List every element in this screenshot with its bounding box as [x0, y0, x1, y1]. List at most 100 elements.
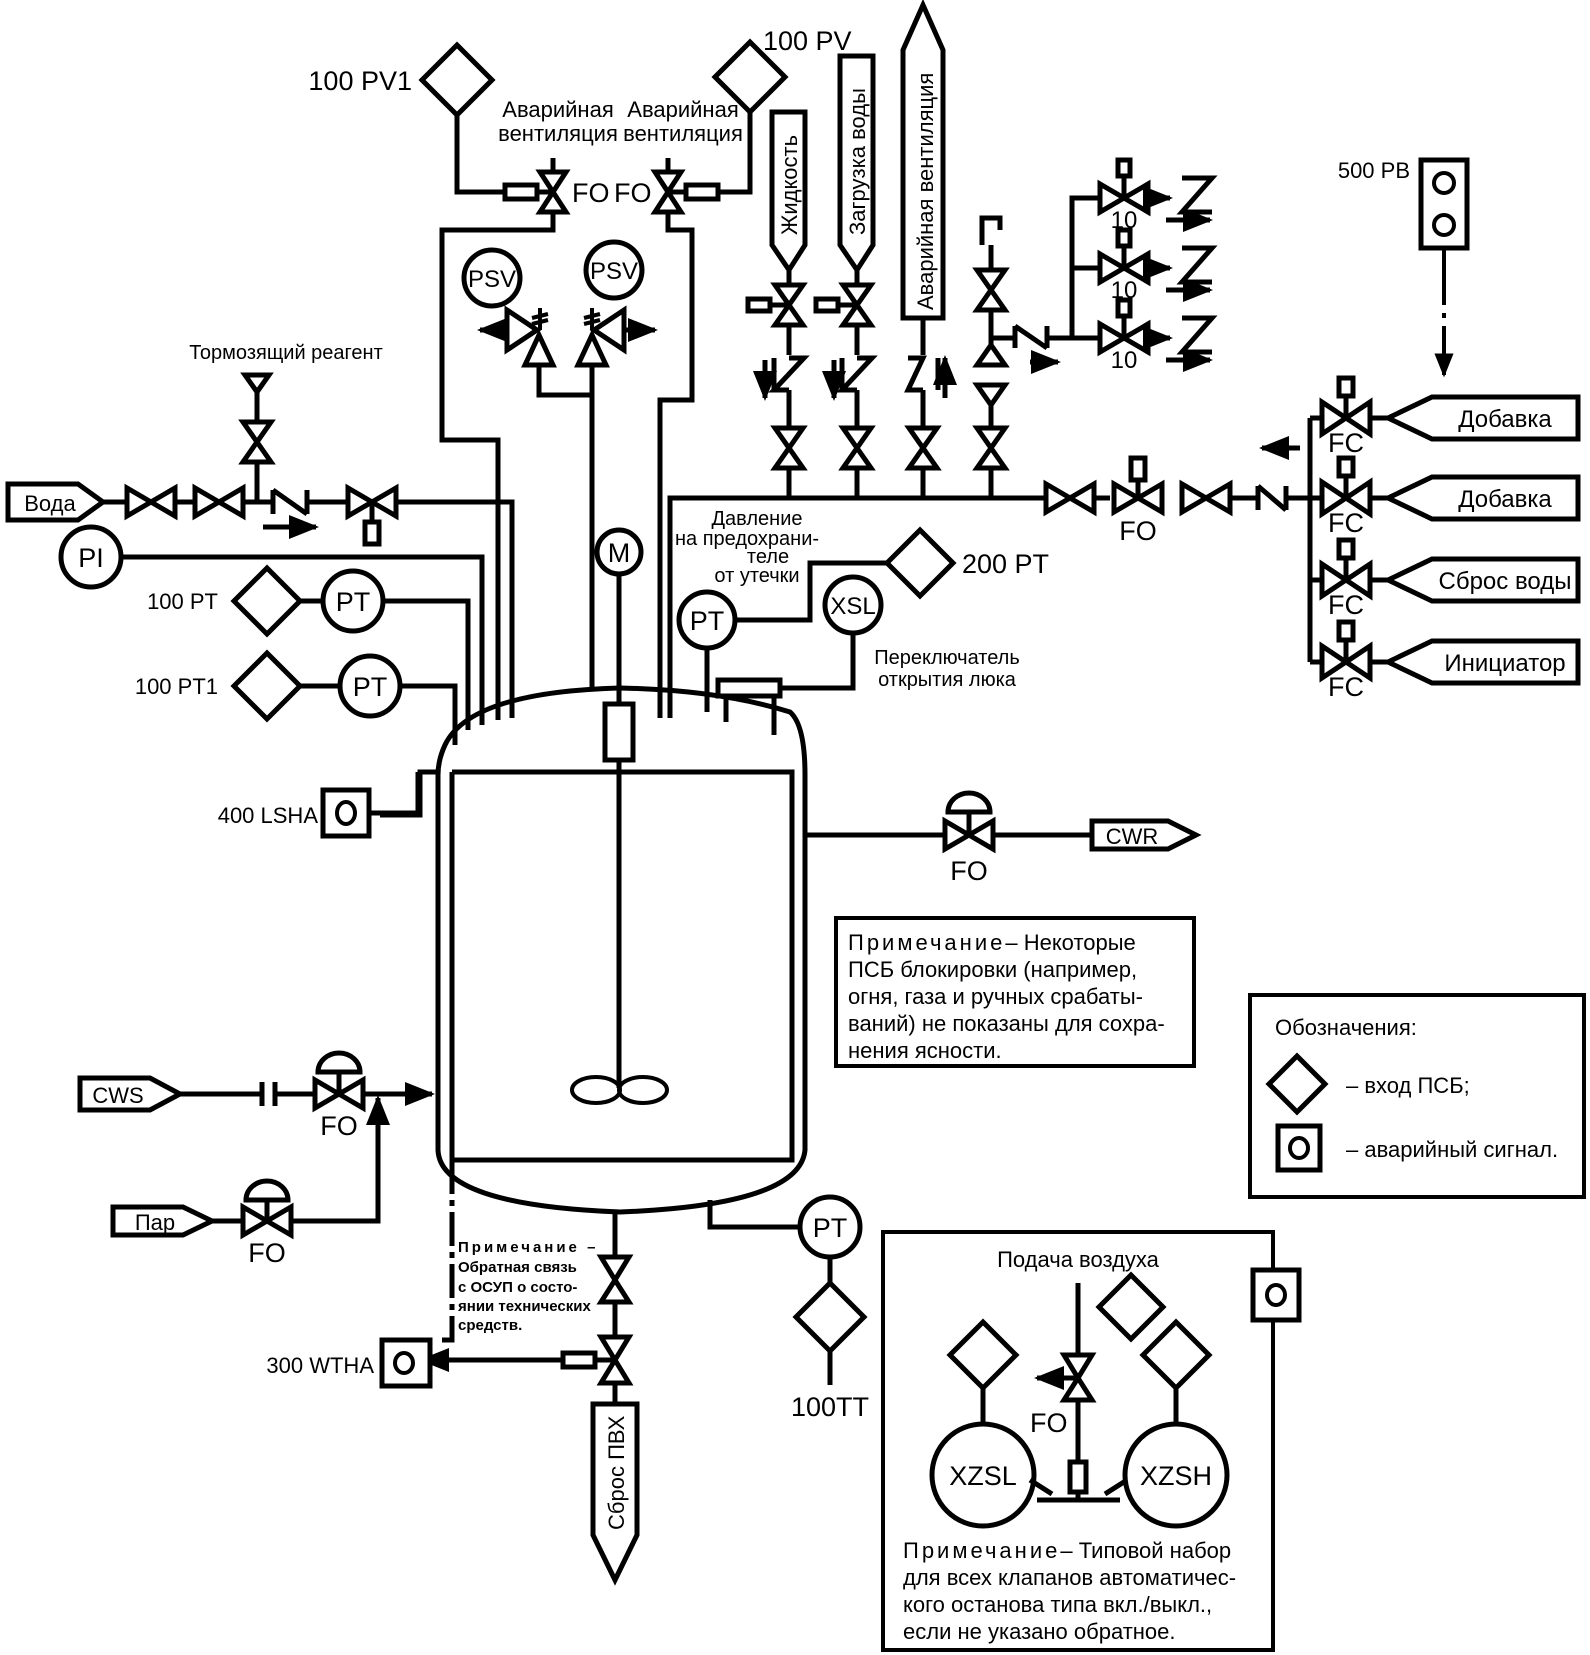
vent-valve-10[interactable]: 10 [1097, 297, 1218, 374]
offpage-cwr[interactable] [1089, 818, 1202, 852]
feed-valve-mode: FC [1328, 590, 1364, 620]
cws-line: CWS FO [77, 1050, 435, 1141]
pi-label: PI [78, 543, 104, 573]
motor-label: M [608, 538, 631, 568]
offpage-cws[interactable] [77, 1075, 186, 1113]
relief-pressure-group: Давление на предохрани- теле от утечки P… [675, 508, 1049, 735]
svg-text:Примечание –: Примечание – [458, 1239, 598, 1256]
sis-input-diamond-xzsl[interactable] [946, 1318, 1020, 1392]
psv-right[interactable] [583, 239, 645, 301]
vent-valve-label: 10 [1111, 347, 1138, 374]
water-line: Вода [5, 481, 515, 718]
label-pvc-drop: Сброс ПВХ [604, 1415, 629, 1530]
legend-title: Обозначения: [1275, 1015, 1417, 1040]
label-water-load: Загрузка воды [845, 88, 870, 235]
feedback-note-line-1: Обратная связь [458, 1259, 577, 1276]
offpage-feed[interactable] [1382, 638, 1581, 686]
sis-note-line-1: – Некоторые [1005, 930, 1135, 955]
valve-mode-fo-cws: FO [320, 1111, 358, 1141]
sis-input-diamond-typical-top[interactable] [1095, 1271, 1167, 1343]
xsl-label: XSL [830, 593, 875, 620]
offpage-pvc-drop[interactable] [590, 1401, 640, 1586]
position-switch-xzsl[interactable] [929, 1421, 1037, 1529]
tag-100-pv: 100 PV [763, 26, 852, 56]
psv-left[interactable] [461, 247, 523, 309]
sis-note-head: Примечание [848, 930, 1005, 955]
feedback-note-line-3: янии технических [458, 1298, 591, 1315]
position-switch-xzsh[interactable] [1122, 1421, 1230, 1529]
valve-mode-fo-header: FO [1119, 516, 1157, 546]
offpage-feed[interactable] [1382, 474, 1581, 522]
pt-100-1-label: PT [353, 672, 388, 702]
tag-400-lsha: 400 LSHA [218, 803, 319, 828]
feed-header-pipe [667, 495, 1110, 718]
label-water: Вода [24, 491, 76, 516]
svg-text:Примечание– Некоторые: Примечание– Некоторые [848, 930, 1136, 955]
label-air-supply: Подача воздуха [997, 1247, 1160, 1272]
label-hatch-switch-1: Переключатель [874, 647, 1020, 669]
label-inhibitor: Тормозящий реагент [189, 342, 382, 364]
offpage-feed[interactable] [1382, 394, 1581, 442]
sis-input-diamond-pv[interactable] [711, 38, 789, 116]
tag-300-wtha: 300 WTHA [266, 1353, 374, 1378]
sis-input-diamond-pt200[interactable] [883, 526, 957, 600]
label-relief-pressure-1: Давление [712, 508, 803, 530]
typical-note-line-3: кого останова типа вкл./выкл., [903, 1592, 1212, 1617]
sis-input-diamond-pt100-1[interactable] [230, 649, 304, 723]
label-relief-pressure-4: от утечки [714, 565, 799, 587]
sis-note-line-3: огня, газа и ручных срабаты- [848, 984, 1143, 1009]
sis-input-diamond-pv1[interactable] [418, 41, 496, 119]
label-emergency-vent-1a: Аварийная [502, 97, 613, 122]
label-hatch-switch-2: открытия люка [878, 669, 1017, 691]
vent-valve-10[interactable]: 10 [1097, 227, 1218, 304]
offpage-water-load[interactable] [837, 53, 876, 275]
impeller-blade-right [617, 1075, 669, 1105]
tag-100-tt: 100TT [791, 1392, 869, 1422]
label-steam: Пар [135, 1210, 175, 1235]
alarm-box-wtha[interactable] [379, 1337, 433, 1389]
typical-note-line-1: – Типовой набор [1060, 1538, 1231, 1563]
sis-input-diamond-pt100[interactable] [230, 564, 304, 638]
xzsl-label: XZSL [949, 1461, 1017, 1491]
pt-100-label: PT [336, 587, 371, 617]
offpage-emergency-vent[interactable] [900, 0, 946, 321]
feedback-note-head: Примечание – [458, 1239, 598, 1256]
motor-icon [594, 527, 644, 577]
offpage-liquid[interactable] [769, 109, 808, 275]
valve-mode-fo-typical: FO [1030, 1408, 1068, 1438]
sis-note-line-4: ваний) не показаны для сохра- [848, 1011, 1165, 1036]
impeller-blade-left [570, 1075, 622, 1105]
alarm-box-typical [1250, 1267, 1302, 1323]
valve-mode-fo-cwr: FO [950, 856, 988, 886]
header-valves: FO [1043, 436, 1310, 546]
vent-valve-10[interactable]: 10 [1097, 157, 1218, 234]
legend-alarm-icon [1275, 1123, 1323, 1173]
feed-label: Добавка [1458, 486, 1552, 513]
feed-valve-mode: FC [1328, 428, 1364, 458]
sis-input-diamond-tt100[interactable] [792, 1279, 868, 1355]
offpage-steam[interactable] [110, 1204, 218, 1238]
svg-text:Примечание– Типовой набор: Примечание– Типовой набор [903, 1538, 1231, 1563]
offpage-water[interactable] [5, 481, 108, 523]
feed-line: FC Сброс воды [1310, 537, 1581, 620]
sis-input-diamond-xzsh[interactable] [1139, 1318, 1213, 1392]
cwr-line: FO CWR [805, 790, 1202, 886]
psv-left-label: PSV [468, 266, 516, 293]
pt-bottom-label: PT [813, 1213, 848, 1243]
valve-mode-fo-steam: FO [248, 1238, 286, 1268]
alarm-box-lsha[interactable] [320, 787, 372, 839]
typical-set-box: Подача воздуха FO XZSL XZSH Примечание– … [881, 1230, 1302, 1652]
offpage-feed[interactable] [1382, 556, 1581, 604]
top-feed-lines: Жидкость Загрузка воды Аварийная вентиля… [745, 0, 1110, 471]
feed-label: Сброс воды [1439, 568, 1572, 595]
typical-note-head: Примечание [903, 1538, 1060, 1563]
feedback-note-line-4: средств. [458, 1317, 522, 1334]
legend-item-2: – аварийный сигнал. [1346, 1137, 1558, 1162]
legend-item-1: – вход ПСБ; [1346, 1073, 1470, 1098]
label-relief-pressure-3: теле [747, 546, 789, 568]
label-emergency-vent-2a: Аварийная [627, 97, 738, 122]
agitator-seal [602, 701, 636, 763]
